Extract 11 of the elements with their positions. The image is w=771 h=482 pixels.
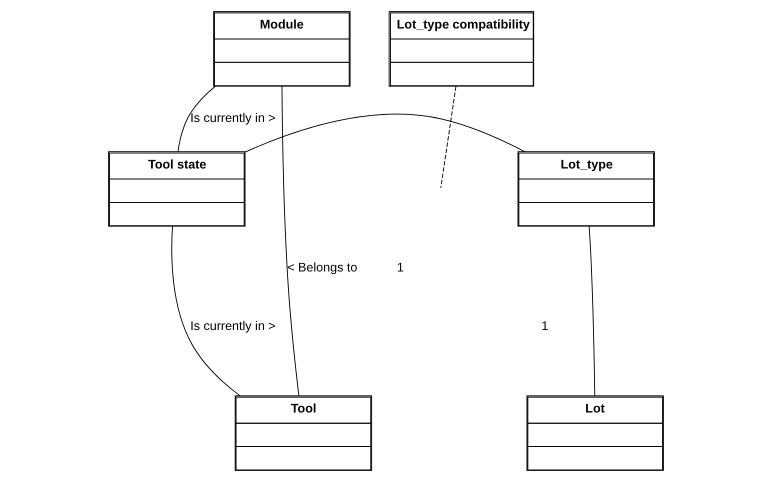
edge-label: Is currently in >	[190, 111, 276, 126]
label: 1	[540, 319, 548, 334]
connector	[440, 86, 456, 188]
label: 1	[396, 260, 404, 275]
connector	[170, 226, 240, 396]
connector	[177, 86, 216, 152]
connector	[281, 86, 299, 396]
edge-label: < Belongs to	[286, 260, 357, 275]
connector	[244, 114, 525, 153]
connector	[588, 226, 595, 396]
edge-label: Is currently in >	[190, 319, 276, 334]
